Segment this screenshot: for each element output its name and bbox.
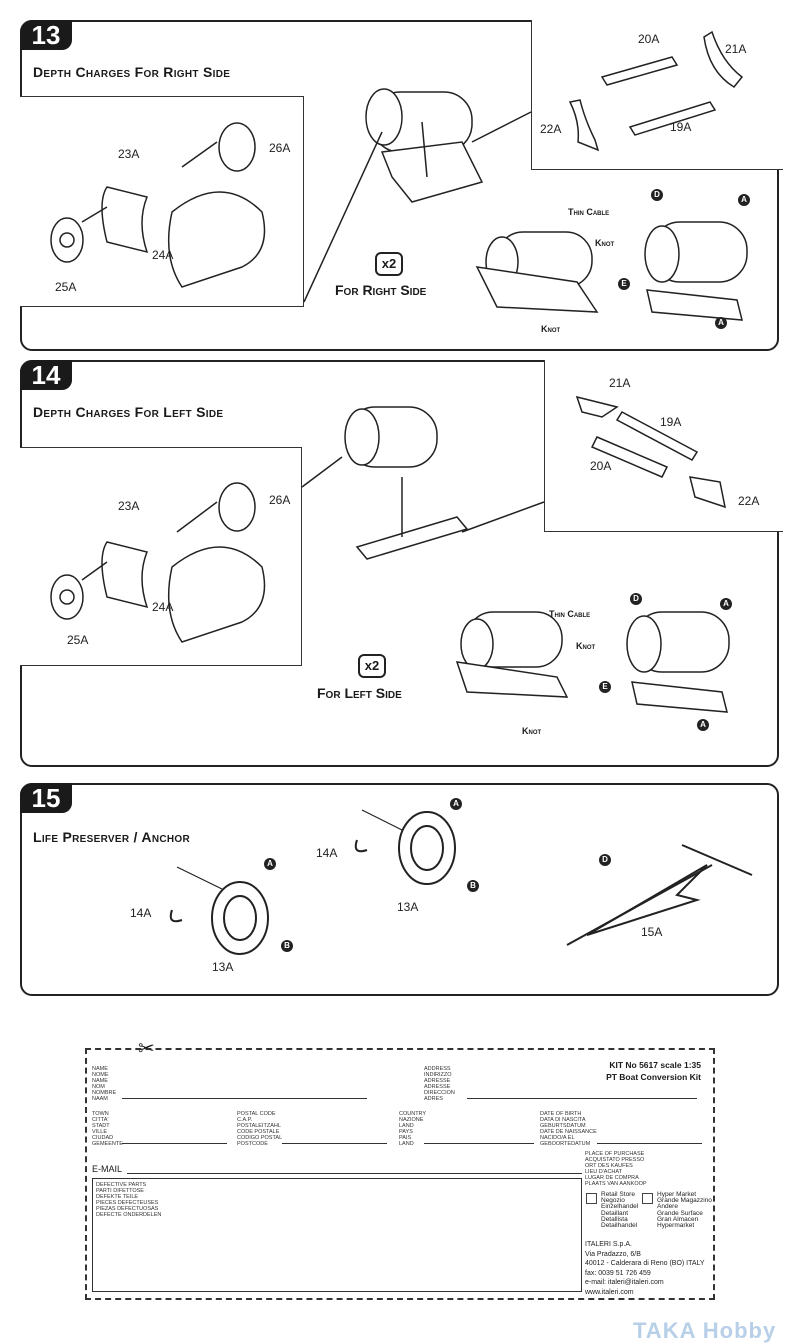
callout-a: A	[738, 194, 750, 206]
side-label: For Left Side	[317, 685, 402, 701]
part-label: 13A	[397, 900, 419, 914]
assembly-diagram	[169, 809, 753, 955]
company-address: ITALERI S.p.A. Via Pradazzo, 6/B 40012 -…	[585, 1240, 705, 1297]
kit-name: PT Boat Conversion Kit	[606, 1072, 701, 1082]
name-field[interactable]	[122, 1098, 367, 1099]
company-city: 40012 - Calderara di Reno (BO) ITALY	[585, 1260, 705, 1267]
callout-d: D	[651, 189, 663, 201]
purchase-place-label: PLACE OF PURCHASE ACQUISTATO PRESSO ORT …	[585, 1151, 647, 1187]
company-website[interactable]: www.italeri.com	[585, 1288, 634, 1296]
part-label: 26A	[269, 493, 291, 507]
hyper-market-checkbox[interactable]	[642, 1193, 653, 1204]
company-fax: fax: 0039 51 726 459	[585, 1269, 651, 1277]
callout-a: A	[697, 719, 709, 731]
birth-date-field[interactable]	[597, 1143, 702, 1144]
defective-parts-label: DEFECTIVE PARTS PARTI DIFETTOSE DEFEKTE …	[96, 1182, 162, 1218]
callout-knot: Knot	[595, 238, 615, 248]
email-field[interactable]	[127, 1173, 582, 1174]
callout-b: B	[467, 880, 479, 892]
part-label: 20A	[590, 459, 612, 473]
part-label: 21A	[609, 376, 631, 390]
callout-a: A	[450, 798, 462, 810]
part-label: 22A	[738, 494, 760, 508]
part-label: 24A	[152, 600, 174, 614]
callout-knot: Knot	[522, 726, 542, 736]
company-email[interactable]: e-mail: italeri@italeri.com	[585, 1279, 664, 1286]
part-label: 24A	[152, 248, 174, 262]
callout-a: A	[720, 598, 732, 610]
address-field[interactable]	[467, 1098, 697, 1099]
side-label: For Right Side	[335, 282, 427, 298]
callout-knot: Knot	[576, 641, 596, 651]
part-label: 14A	[316, 846, 338, 860]
birth-date-label: DATE OF BIRTH DATA DI NASCITA GEBURTSDAT…	[540, 1111, 597, 1147]
part-label: 23A	[118, 147, 140, 161]
country-field[interactable]	[424, 1143, 534, 1144]
callout-thin-cable: Thin Cable	[568, 207, 610, 217]
step-15-panel: 15 Life Preserver / Anchor 14A 13A 14A 1…	[20, 783, 779, 996]
kit-number: KIT No 5617 scale 1:35	[609, 1060, 701, 1070]
postal-code-field[interactable]	[282, 1143, 387, 1144]
part-label: 21A	[725, 42, 747, 56]
callout-d: D	[599, 854, 611, 866]
part-label: 25A	[55, 280, 77, 294]
step-14-panel: 14 Depth Charges For Left Side 21A 19A 2…	[20, 360, 783, 767]
step-title: Life Preserver / Anchor	[33, 829, 190, 845]
email-label: E-MAIL	[92, 1164, 123, 1174]
part-label: 23A	[118, 499, 140, 513]
postal-code-label: POSTAL CODE C.A.P. POSTALEITZAHL CODE PO…	[237, 1111, 283, 1147]
step-number: 15	[20, 783, 72, 813]
part-label: 19A	[670, 120, 692, 134]
country-label: COUNTRY NAZIONE LAND PAYS PAIS LAND	[399, 1111, 427, 1147]
retail-store-checkbox[interactable]	[586, 1193, 597, 1204]
part-label: 13A	[212, 960, 234, 974]
part-label: 14A	[130, 906, 152, 920]
retail-store-label: Retail Store Negozio Einzelhandel Detail…	[601, 1191, 639, 1230]
watermark: TAKA Hobby	[633, 1318, 777, 1343]
callout-a: A	[264, 858, 276, 870]
multiplier-badge: x2	[358, 654, 386, 678]
step-13-panel: 13 Depth Charges For Right Side 20A 21A …	[20, 20, 783, 351]
hyper-market-label: Hyper Market Grande Magazzino Andere Gra…	[657, 1191, 712, 1230]
callout-knot: Knot	[541, 324, 561, 334]
callout-a: A	[715, 317, 727, 329]
callout-e: E	[618, 278, 630, 290]
detail-inset	[531, 20, 783, 170]
assembly-diagram	[50, 395, 730, 713]
part-label: 15A	[641, 925, 663, 939]
step-title: Depth Charges For Right Side	[33, 64, 231, 80]
callout-thin-cable: Thin Cable	[549, 609, 591, 619]
step-title: Depth Charges For Left Side	[33, 404, 224, 420]
company-street: Via Pradazzo, 6/B	[585, 1250, 641, 1258]
callout-b: B	[281, 940, 293, 952]
step-number: 14	[20, 360, 72, 390]
name-label: NAME NOME NAME NOM NOMBRE NAAM	[92, 1066, 117, 1102]
step-number: 13	[20, 20, 72, 50]
multiplier-badge: x2	[375, 252, 403, 276]
town-field[interactable]	[122, 1143, 227, 1144]
address-label: ADDRESS INDIRIZZO ADRESSE ADRESSE DIRECC…	[424, 1066, 455, 1102]
company-name: ITALERI S.p.A.	[585, 1241, 632, 1248]
callout-e: E	[599, 681, 611, 693]
part-label: 19A	[660, 415, 682, 429]
detail-inset	[544, 360, 783, 532]
part-label: 25A	[67, 633, 89, 647]
defective-parts-box[interactable]: DEFECTIVE PARTS PARTI DIFETTOSE DEFEKTE …	[92, 1178, 582, 1292]
assembly-diagram	[50, 30, 748, 321]
part-label: 26A	[269, 141, 291, 155]
detail-inset	[20, 96, 304, 307]
detail-inset	[20, 447, 302, 666]
registration-form: NAME NOME NAME NOM NOMBRE NAAM ADDRESS I…	[85, 1048, 715, 1300]
town-label: TOWN CITTA' STADT VILLE CIUDAD GEMEENTE	[92, 1111, 123, 1147]
part-label: 22A	[540, 122, 562, 136]
callout-d: D	[630, 593, 642, 605]
part-label: 20A	[638, 32, 660, 46]
